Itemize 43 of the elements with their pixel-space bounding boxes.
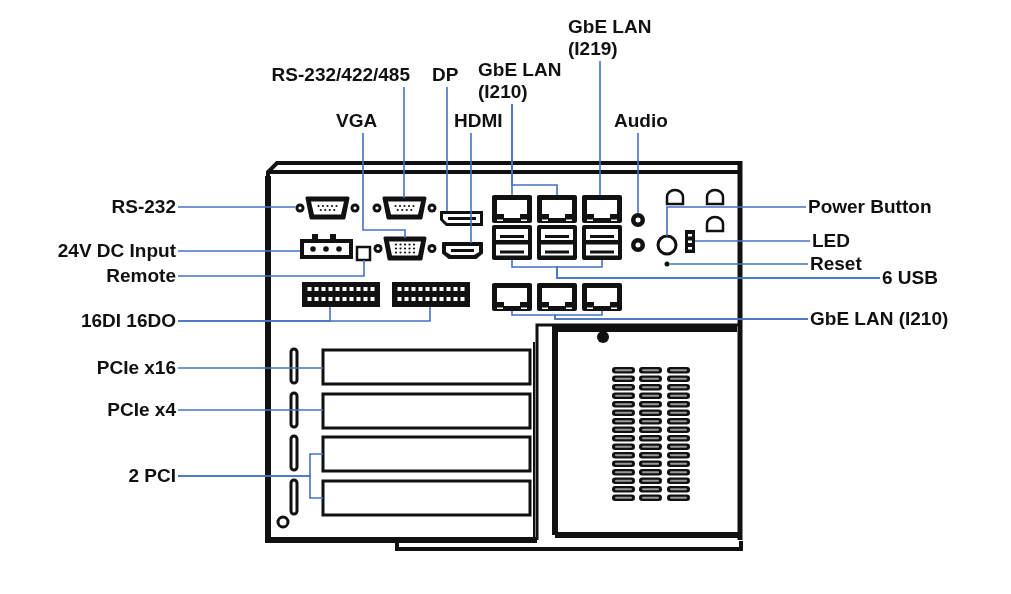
led-indicator-icon — [685, 230, 695, 253]
power-button-icon — [656, 234, 678, 256]
callout-label: PCIe x4 — [107, 399, 176, 421]
callout-label: GbE LAN (I210) — [478, 59, 563, 103]
callout-label: LED — [812, 230, 850, 252]
leader-line — [668, 263, 809, 265]
callout-label: RS-232/422/485 — [271, 64, 410, 86]
callout-label: DP — [432, 64, 459, 86]
leader-line — [403, 86, 405, 199]
leader-line — [511, 103, 558, 196]
callout-label: Audio — [614, 110, 668, 132]
callout-label: HDMI — [454, 110, 503, 132]
serial-port-icon — [372, 196, 437, 220]
callout-label: RS-232 — [111, 196, 176, 218]
callout-label: PCIe x16 — [96, 357, 176, 379]
leader-line — [177, 409, 324, 411]
ethernet-port-icon — [492, 195, 532, 223]
leader-line — [470, 132, 472, 244]
callout-label: 24V DC Input — [57, 240, 176, 262]
leader-line — [666, 206, 807, 237]
displayport-icon — [440, 211, 483, 226]
leader-line — [446, 86, 448, 212]
reset-hole-icon — [664, 261, 670, 267]
leader-line — [177, 475, 324, 499]
serial-port-icon — [295, 196, 360, 220]
callout-label: 16DI 16DO — [80, 310, 176, 332]
leader-line — [637, 132, 639, 214]
callout-label: Reset — [810, 253, 862, 275]
callout-label: GbE LAN (I210) — [810, 308, 949, 330]
audio-jack-icon — [631, 213, 645, 227]
leader-line — [177, 206, 297, 208]
callout-label: 6 USB — [882, 267, 938, 289]
leader-line — [694, 240, 811, 242]
leader-line — [177, 367, 324, 369]
callout-label: VGA — [336, 110, 378, 132]
ethernet-port-icon — [537, 195, 577, 223]
callout-label: Remote — [106, 265, 176, 287]
leader-line — [362, 132, 406, 239]
callout-label: 2 PCI — [128, 465, 176, 487]
ethernet-port-icon — [582, 195, 622, 223]
callout-label: Power Button — [808, 196, 932, 218]
callout-label: GbE LAN (I219) — [568, 16, 653, 60]
leader-line — [177, 250, 301, 252]
